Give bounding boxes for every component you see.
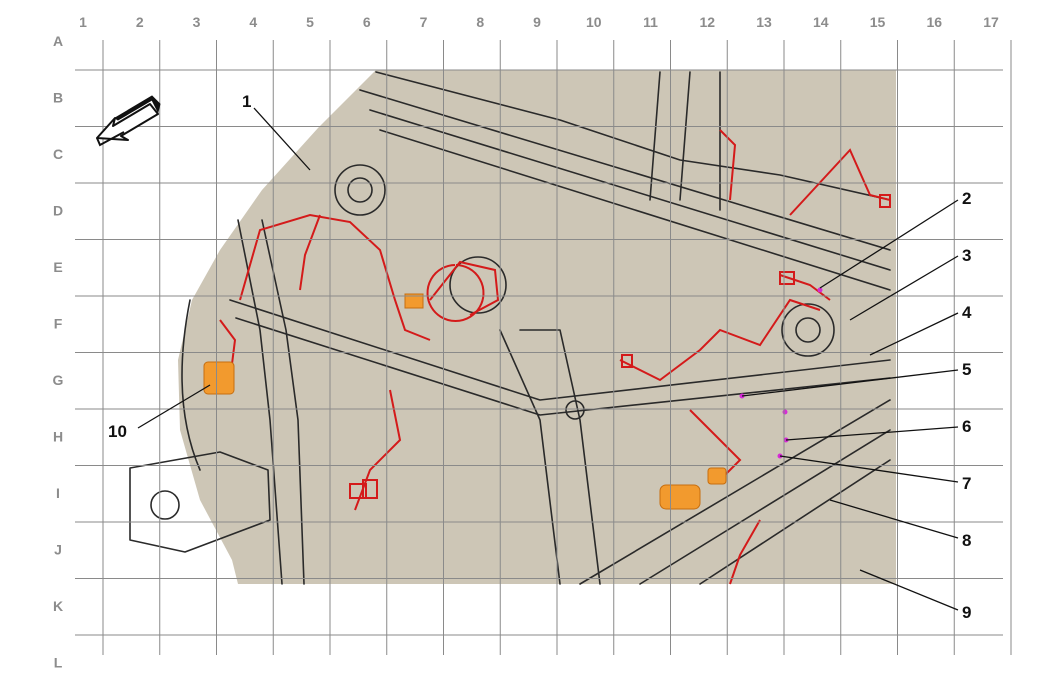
a-pillar [649, 71, 721, 211]
splice-point [817, 287, 823, 293]
harness-connector-red-1 [349, 483, 367, 499]
callout-6: 6 [962, 417, 971, 436]
callout-7: 7 [962, 474, 971, 493]
callout-2: 2 [962, 189, 971, 208]
callout-8: 8 [962, 531, 971, 550]
harness-mid-right [619, 298, 821, 382]
leader-3 [849, 255, 959, 321]
leader-9 [859, 569, 959, 611]
callout-10: 10 [108, 422, 127, 441]
callout-numbers: 1 2 3 4 5 6 7 8 9 10 [108, 92, 972, 622]
column-header: 17 [983, 14, 999, 30]
harness-right-connector [779, 274, 831, 301]
left-frame-rail [237, 219, 305, 585]
cross-member [229, 299, 891, 416]
leader-8 [829, 499, 959, 539]
row-headers: A B C D E F G H I J K L [53, 33, 64, 671]
callout-9: 9 [962, 603, 971, 622]
connector-orange-i12a [659, 484, 701, 510]
harness-lower-right [689, 409, 742, 481]
harness-bottom [729, 519, 761, 585]
row-header: L [54, 655, 63, 671]
column-header: 3 [193, 14, 201, 30]
callout-4: 4 [962, 303, 972, 322]
row-header: I [56, 485, 60, 501]
harness-connector-red-2 [362, 479, 378, 499]
leader-5 [741, 369, 959, 397]
leader-6 [785, 426, 959, 441]
row-header: G [53, 372, 64, 388]
grid-lines [75, 40, 1012, 655]
row-header: E [53, 259, 62, 275]
column-header: 4 [249, 14, 257, 30]
harness-connector-red-3 [779, 271, 795, 285]
cowl-panel [359, 89, 891, 291]
leader-7 [779, 455, 959, 483]
strut-tower-left [334, 164, 386, 216]
callout-1: 1 [242, 92, 251, 111]
drawing-background [178, 70, 896, 584]
row-header: F [54, 316, 63, 332]
connector-orange-i12b [707, 467, 727, 485]
connector-orange-g3 [203, 361, 235, 395]
leader-4 [869, 312, 959, 356]
harness-connector-red-4 [621, 354, 633, 368]
row-header: A [53, 33, 63, 49]
column-header: 7 [420, 14, 428, 30]
bumper-extension-hole [150, 490, 180, 520]
arrow-icon [96, 95, 161, 147]
callout-5: 5 [962, 360, 971, 379]
wiring-harness [219, 129, 891, 585]
harness-top-right [719, 129, 737, 201]
strut-tower-right [781, 303, 835, 357]
column-header: 16 [926, 14, 942, 30]
connector-orange-f7 [404, 293, 424, 309]
strut-tower-left-inner [347, 177, 373, 203]
brake-booster [449, 256, 507, 314]
leader-1 [253, 107, 311, 171]
row-header: C [53, 146, 63, 162]
bumper-extension [129, 451, 271, 553]
column-header: 15 [870, 14, 886, 30]
column-header: 6 [363, 14, 371, 30]
harness-connector-ring [426, 264, 485, 322]
row-header: J [54, 542, 62, 558]
column-header: 10 [586, 14, 602, 30]
row-header: B [53, 90, 63, 106]
row-header: H [53, 429, 63, 445]
subframe-bushing [565, 400, 585, 420]
column-header: 2 [136, 14, 144, 30]
harness-left-branch [299, 214, 321, 291]
leader-10 [137, 384, 211, 429]
harness-left [239, 213, 431, 341]
column-header: 8 [476, 14, 484, 30]
column-header: 12 [699, 14, 715, 30]
wheelhouse-left [181, 299, 201, 471]
column-header: 9 [533, 14, 541, 30]
column-header: 13 [756, 14, 772, 30]
drawing-panel [178, 70, 896, 584]
callout-3: 3 [962, 246, 971, 265]
subframe [499, 329, 601, 585]
harness-connector-red-5 [879, 194, 891, 208]
row-header: D [53, 203, 63, 219]
row-header: K [53, 598, 63, 614]
column-header: 1 [79, 14, 87, 30]
column-header: 5 [306, 14, 314, 30]
callout-leaders [137, 107, 959, 611]
splice-point [782, 409, 788, 415]
leader-2 [819, 199, 959, 289]
column-header: 11 [643, 14, 658, 30]
column-header: 14 [813, 14, 829, 30]
harness-booster [429, 260, 500, 316]
strut-tower-right-inner [795, 317, 821, 343]
